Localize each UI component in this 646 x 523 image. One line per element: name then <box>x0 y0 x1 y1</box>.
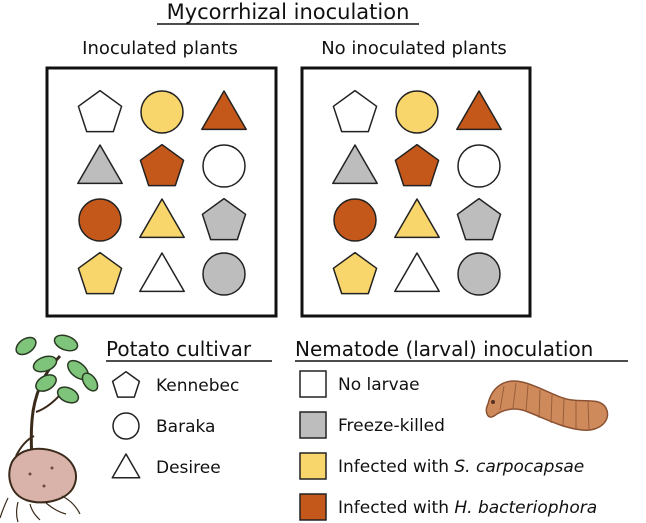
potato-plant-icon <box>0 332 101 522</box>
plant-triangle-hb <box>457 91 501 129</box>
panel-label-inoculated: Inoculated plants <box>82 38 238 59</box>
plant-pentagon-fk <box>202 199 245 240</box>
nematode-legend-heading: Nematode (larval) inoculation <box>295 337 593 361</box>
plant-triangle-sc <box>140 199 184 237</box>
nematode-legend-label: Infected with H. bacteriophora <box>338 498 597 518</box>
plant-pentagon-hb <box>140 145 183 186</box>
nematode-swatch-hb <box>300 494 326 520</box>
nematode-legend-label: Infected with S. carpocapsae <box>338 457 584 477</box>
circle-legend-icon <box>113 413 139 439</box>
plant-pentagon-sc <box>333 253 376 294</box>
nematode-swatch-none <box>300 371 326 397</box>
panel-label-not-inoculated: No inoculated plants <box>321 38 507 59</box>
plant-pentagon-sc <box>78 253 121 294</box>
plant-grid-inoculated <box>78 91 246 295</box>
nematode-swatch-sc <box>300 453 326 479</box>
nematode-swatch-fk <box>300 412 326 438</box>
plant-pentagon-none <box>78 91 121 132</box>
cultivar-legend-label: Desiree <box>156 458 221 478</box>
plant-pentagon-hb <box>395 145 438 186</box>
plant-triangle-none <box>395 253 439 291</box>
nematode-species-name: H. bacteriophora <box>454 498 597 518</box>
plant-circle-fk <box>458 253 500 295</box>
cultivar-legend-label: Baraka <box>156 417 215 437</box>
plant-grid-not-inoculated <box>333 91 501 295</box>
plant-circle-hb <box>79 199 121 241</box>
plant-triangle-fk <box>78 145 122 183</box>
plant-circle-sc <box>141 91 183 133</box>
nematode-species-name: S. carpocapsae <box>454 457 584 477</box>
triangle-legend-icon <box>112 454 139 478</box>
plant-circle-none <box>203 145 245 187</box>
plant-circle-fk <box>203 253 245 295</box>
cultivar-legend-heading: Potato cultivar <box>106 337 252 361</box>
plant-pentagon-fk <box>457 199 500 240</box>
plant-circle-sc <box>396 91 438 133</box>
plant-triangle-sc <box>395 199 439 237</box>
plant-triangle-none <box>140 253 184 291</box>
plant-pentagon-none <box>333 91 376 132</box>
plant-circle-hb <box>334 199 376 241</box>
cultivar-legend-label: Kennebec <box>156 376 239 396</box>
larva-icon <box>486 381 607 430</box>
plant-triangle-hb <box>202 91 246 129</box>
plant-triangle-fk <box>333 145 377 183</box>
nematode-legend-label: Freeze-killed <box>338 416 445 436</box>
diagram-title: Mycorrhizal inoculation <box>167 0 410 24</box>
nematode-legend-label: No larvae <box>338 375 420 395</box>
plant-circle-none <box>458 145 500 187</box>
pentagon-legend-icon <box>113 372 140 397</box>
